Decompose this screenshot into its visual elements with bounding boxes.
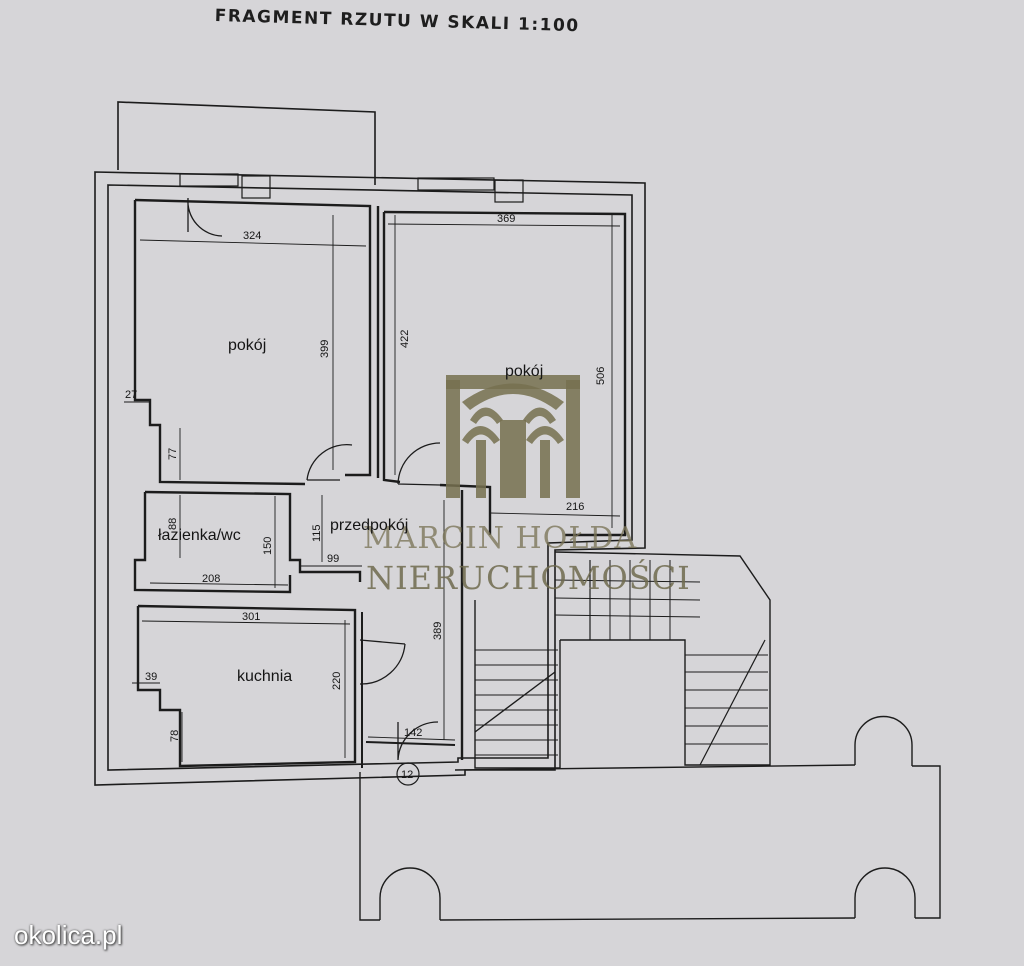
arch-door-1: [854, 715, 913, 766]
dim-label: 220: [331, 672, 343, 690]
door-hall-right: [397, 442, 441, 486]
dim-label: 150: [262, 537, 274, 555]
room-label-bathroom: łazienka/wc: [158, 527, 241, 544]
bathroom-wall: [144, 490, 362, 582]
dim-label: 369: [497, 213, 515, 225]
dim-label: 142: [404, 727, 422, 739]
room-label-left: pokój: [228, 337, 266, 354]
door-entrance: [397, 721, 439, 761]
site-brand-watermark: okolica.pl: [14, 920, 123, 950]
dim-label: 78: [169, 730, 181, 742]
room-label-kitchen: kuchnia: [237, 668, 292, 685]
room-label-right: pokój: [505, 363, 543, 380]
dim-label: 99: [327, 553, 339, 565]
dim-label: 506: [595, 367, 607, 385]
door-left-room: [187, 197, 223, 237]
door-kitchen: [359, 639, 406, 685]
kitchen-wall: [136, 604, 357, 768]
dim-label: 301: [242, 611, 260, 623]
lower-hall-outline: [359, 772, 380, 921]
unit-marker-circle: [396, 762, 420, 786]
window-4: [494, 179, 524, 203]
dim-label: 27: [125, 389, 137, 401]
dim-label: 208: [202, 573, 220, 585]
watermark-logo: [446, 375, 580, 498]
dim-label: 77: [167, 448, 179, 460]
door-hall-left: [306, 444, 353, 481]
left-room-wall: [134, 198, 372, 477]
right-room-wall: [383, 210, 627, 537]
balcony-outline: [117, 101, 376, 185]
room-label-hallway: przedpokój: [330, 517, 408, 534]
dim-label: 88: [167, 518, 179, 530]
left-room-wall-west: [133, 200, 306, 486]
window-3: [417, 177, 495, 191]
arch-door-2: [379, 867, 441, 920]
arch-door-3: [854, 867, 916, 918]
dim-label: 324: [243, 230, 261, 242]
window-2: [241, 175, 271, 199]
unit-marker-label: 12: [401, 769, 413, 781]
dim-label: 115: [311, 524, 323, 542]
watermark-name: MARCIN HOŁDA: [363, 521, 637, 556]
outer-wall: [94, 171, 646, 786]
dim-label: 216: [566, 501, 584, 513]
dim-label: 399: [319, 340, 331, 358]
window-1: [179, 173, 239, 187]
dim-label: 389: [432, 622, 444, 640]
outer-wall-inner: [107, 184, 633, 771]
watermark-subtitle: NIERUCHOMOŚCI: [366, 559, 691, 597]
dim-label: 422: [399, 330, 411, 348]
stair-outline: [474, 600, 561, 769]
dim-label: 39: [145, 671, 157, 683]
